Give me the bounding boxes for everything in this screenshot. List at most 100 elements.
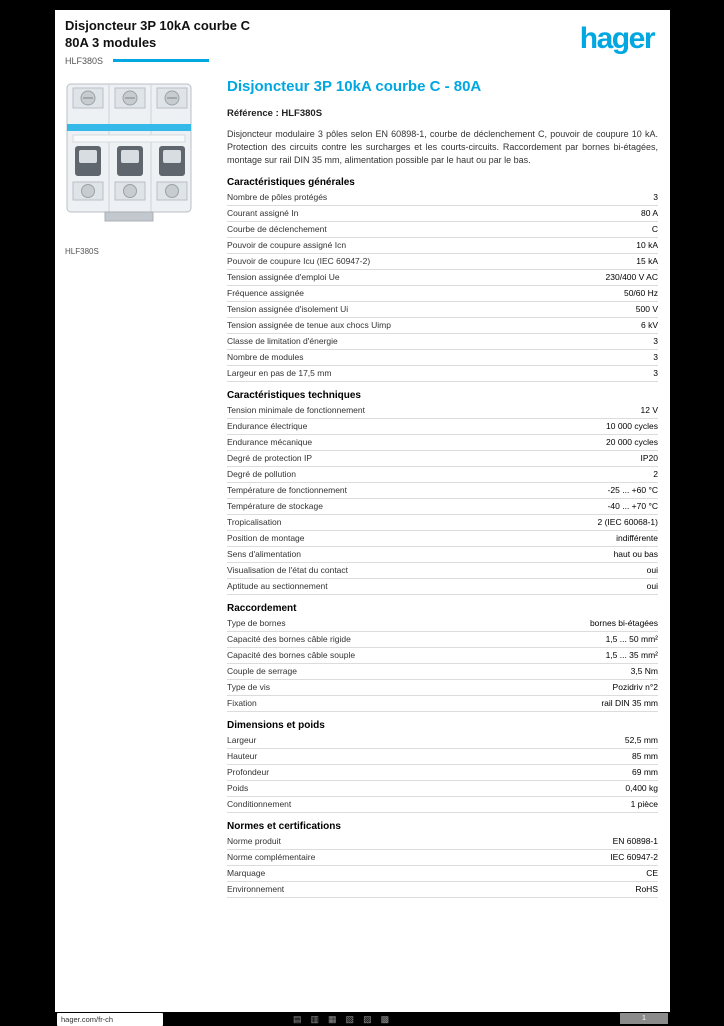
spec-label: Pouvoir de coupure assigné Icn (227, 240, 347, 251)
right-column: Disjoncteur 3P 10kA courbe C - 80A Référ… (215, 78, 660, 898)
reference-row: HLF380S (65, 56, 250, 66)
spec-row: Visualisation de l'état du contact oui (227, 563, 658, 579)
spec-row: Conditionnement 1 pièce (227, 797, 658, 813)
content: HLF380S Disjoncteur 3P 10kA courbe C - 8… (55, 78, 670, 898)
spec-label: Température de fonctionnement (227, 485, 348, 496)
spec-value: 85 mm (632, 751, 658, 762)
spec-row: Classe de limitation d'énergie 3 (227, 334, 658, 350)
spec-value: EN 60898-1 (612, 836, 658, 847)
spec-label: Tension assignée de tenue aux chocs Uimp (227, 320, 391, 331)
spec-value: 500 V (635, 304, 658, 315)
spec-value: bornes bi-étagées (589, 618, 658, 629)
spec-row: Courbe de déclenchement C (227, 222, 658, 238)
footer-site-link[interactable]: hager.com/fr-ch (57, 1013, 163, 1026)
title-block: Disjoncteur 3P 10kA courbe C 80A 3 modul… (65, 18, 250, 66)
spec-label: Type de bornes (227, 618, 286, 629)
spec-label: Couple de serrage (227, 666, 297, 677)
approval-mark-icon: ▧ (345, 1014, 355, 1024)
page-number: 1 (642, 1015, 646, 1022)
spec-label: Marquage (227, 868, 266, 879)
approval-mark-icon: ▨ (363, 1014, 372, 1024)
section-title: Dimensions et poids (227, 719, 325, 731)
spec-row: Endurance électrique 10 000 cycles (227, 419, 658, 435)
spec-value: C (651, 224, 658, 235)
spec-row: Type de vis Pozidriv n°2 (227, 680, 658, 696)
spec-sections: Caractéristiques générales Nombre de pôl… (227, 177, 658, 898)
spec-value: 69 mm (632, 767, 658, 778)
spec-label: Poids (227, 783, 249, 794)
spec-label: Nombre de modules (227, 352, 304, 363)
spec-row: Norme produit EN 60898-1 (227, 834, 658, 850)
spec-label: Hauteur (227, 751, 258, 762)
spec-row: Marquage CE (227, 866, 658, 882)
spec-section: Raccordement Type de bornes bornes bi-ét… (227, 603, 658, 712)
spec-value: oui (646, 565, 658, 576)
spec-row: Couple de serrage 3,5 Nm (227, 664, 658, 680)
spec-row: Capacité des bornes câble souple 1,5 ...… (227, 648, 658, 664)
approval-mark-icon: ▦ (328, 1014, 337, 1024)
spec-row: Position de montage indifférente (227, 531, 658, 547)
spec-row: Courant assigné In 80 A (227, 206, 658, 222)
spec-row: Poids 0,400 kg (227, 781, 658, 797)
footer-page-box: 1 (620, 1013, 668, 1024)
spec-row: Fixation rail DIN 35 mm (227, 696, 658, 712)
spec-row: Hauteur 85 mm (227, 749, 658, 765)
spec-label: Courant assigné In (227, 208, 299, 219)
accent-rule (113, 59, 210, 63)
spec-row: Largeur 52,5 mm (227, 733, 658, 749)
spec-value: CE (646, 868, 658, 879)
spec-value: 3 (653, 192, 658, 203)
product-image-caption: HLF380S (65, 246, 99, 256)
product-image (65, 78, 215, 233)
spec-label: Largeur en pas de 17,5 mm (227, 368, 332, 379)
spec-value: haut ou bas (613, 549, 658, 560)
spec-row: Degré de protection IP IP20 (227, 451, 658, 467)
spec-row: Pouvoir de coupure assigné Icn 10 kA (227, 238, 658, 254)
approval-mark-icon: ▩ (380, 1014, 390, 1024)
spec-value: IP20 (640, 453, 659, 464)
spec-value: 0,400 kg (625, 783, 658, 794)
spec-row: Tropicalisation 2 (IEC 60068-1) (227, 515, 658, 531)
spec-row: Aptitude au sectionnement oui (227, 579, 658, 595)
spec-label: Endurance mécanique (227, 437, 313, 448)
spec-label: Tropicalisation (227, 517, 282, 528)
product-title-line2: 80A 3 modules (65, 34, 157, 50)
spec-value: 1,5 ... 50 mm² (605, 634, 658, 645)
spec-row: Nombre de pôles protégés 3 (227, 190, 658, 206)
spec-value: -25 ... +60 °C (607, 485, 658, 496)
spec-value: 2 (653, 469, 658, 480)
spec-row: Degré de pollution 2 (227, 467, 658, 483)
spec-label: Conditionnement (227, 799, 292, 810)
spec-row: Type de bornes bornes bi-étagées (227, 616, 658, 632)
spec-section: Caractéristiques générales Nombre de pôl… (227, 177, 658, 382)
spec-row: Température de stockage -40 ... +70 °C (227, 499, 658, 515)
section-title: Caractéristiques techniques (227, 389, 361, 401)
spec-value: 3 (653, 368, 658, 379)
datasheet-paper: Disjoncteur 3P 10kA courbe C 80A 3 modul… (55, 10, 670, 1012)
spec-row: Nombre de modules 3 (227, 350, 658, 366)
spec-label: Sens d'alimentation (227, 549, 301, 560)
spec-value: 20 000 cycles (606, 437, 658, 448)
header: Disjoncteur 3P 10kA courbe C 80A 3 modul… (55, 10, 670, 66)
spec-label: Courbe de déclenchement (227, 224, 327, 235)
spec-label: Endurance électrique (227, 421, 308, 432)
spec-value: 1,5 ... 35 mm² (605, 650, 658, 661)
spec-label: Nombre de pôles protégés (227, 192, 328, 203)
spec-value: 52,5 mm (624, 735, 658, 746)
spec-row: Sens d'alimentation haut ou bas (227, 547, 658, 563)
spec-value: 3 (653, 352, 658, 363)
spec-rows: Norme produit EN 60898-1 Norme complémen… (227, 834, 658, 898)
spec-value: 12 V (640, 405, 659, 416)
page-title: Disjoncteur 3P 10kA courbe C - 80A (227, 77, 482, 95)
spec-row: Tension assignée d'isolement Ui 500 V (227, 302, 658, 318)
spec-row: Tension assignée de tenue aux chocs Uimp… (227, 318, 658, 334)
spec-rows: Tension minimale de fonctionnement 12 V … (227, 403, 658, 595)
section-title: Caractéristiques générales (227, 176, 355, 188)
spec-row: Largeur en pas de 17,5 mm 3 (227, 366, 658, 382)
spec-rows: Largeur 52,5 mm Hauteur 85 mm (227, 733, 658, 813)
approval-mark-icon: ▤ (293, 1014, 302, 1024)
reference-subheading: Référence : HLF380S (227, 107, 323, 119)
spec-label: Visualisation de l'état du contact (227, 565, 349, 576)
spec-section: Dimensions et poids Largeur 52,5 mm Hau (227, 720, 658, 813)
spec-label: Degré de protection IP (227, 453, 313, 464)
